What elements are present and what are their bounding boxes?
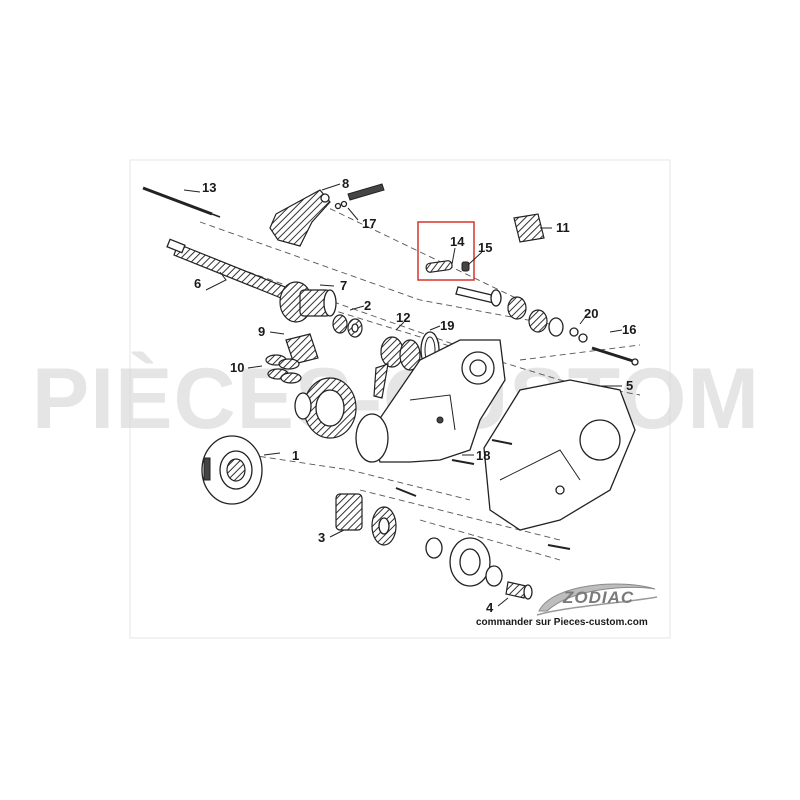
clutch-drum xyxy=(294,377,357,439)
callout-9: 9 xyxy=(258,324,265,339)
part-17-pin xyxy=(334,183,385,210)
part-8-lever-plate xyxy=(269,189,331,247)
part-18-screws xyxy=(395,439,513,497)
callout-20: 20 xyxy=(584,306,598,321)
callout-1: 1 xyxy=(292,448,299,463)
part-9-block xyxy=(285,333,319,365)
callout-15: 15 xyxy=(478,240,492,255)
callout-17: 17 xyxy=(362,216,376,231)
zodiac-brand-text: ZODIAC xyxy=(562,588,634,607)
part-15-clip xyxy=(461,261,470,272)
part-2-bearings xyxy=(332,314,363,338)
callout-16: 16 xyxy=(622,322,636,337)
callout-6: 6 xyxy=(194,276,201,291)
callout-11: 11 xyxy=(556,220,570,235)
callout-12: 12 xyxy=(396,310,410,325)
callout-10: 10 xyxy=(230,360,244,375)
callout-18: 18 xyxy=(476,448,490,463)
part-20-washers xyxy=(569,327,588,343)
callout-leaders xyxy=(183,183,623,607)
callout-3: 3 xyxy=(318,530,325,545)
callout-19: 19 xyxy=(440,318,454,333)
part-3-sprocket xyxy=(335,493,397,546)
callout-labels: 1 2 3 4 5 6 7 8 9 10 11 12 13 14 15 16 1… xyxy=(194,176,636,615)
part-16-bolt xyxy=(591,346,639,366)
compensator-parts xyxy=(425,537,503,587)
part-4-bolt xyxy=(505,581,533,600)
part-6-mainshaft xyxy=(166,238,286,299)
part-5-outer-cover xyxy=(483,379,636,531)
part-13-push-rod xyxy=(142,186,221,218)
highlight-box xyxy=(417,221,475,281)
callout-8: 8 xyxy=(342,176,349,191)
callout-2: 2 xyxy=(364,298,371,313)
part-14-spring xyxy=(425,260,453,273)
order-note: commander sur Pieces-custom.com xyxy=(476,617,648,628)
shaft-assembly xyxy=(455,286,564,337)
callout-14: 14 xyxy=(450,234,465,249)
callout-7: 7 xyxy=(340,278,347,293)
part-11-pad xyxy=(513,213,545,243)
bottom-bolt xyxy=(547,544,571,550)
part-7-gear xyxy=(279,281,337,323)
part-1-clutch-hub xyxy=(201,435,263,505)
spring xyxy=(373,363,389,399)
zodiac-logo: ZODIAC xyxy=(536,583,658,616)
callout-5: 5 xyxy=(626,378,633,393)
callout-13: 13 xyxy=(202,180,216,195)
diagram-frame xyxy=(129,159,671,639)
part-12-gear xyxy=(380,336,421,371)
callout-4: 4 xyxy=(486,600,494,615)
inner-primary-cover xyxy=(355,339,506,463)
part-10-rollers xyxy=(265,354,302,384)
